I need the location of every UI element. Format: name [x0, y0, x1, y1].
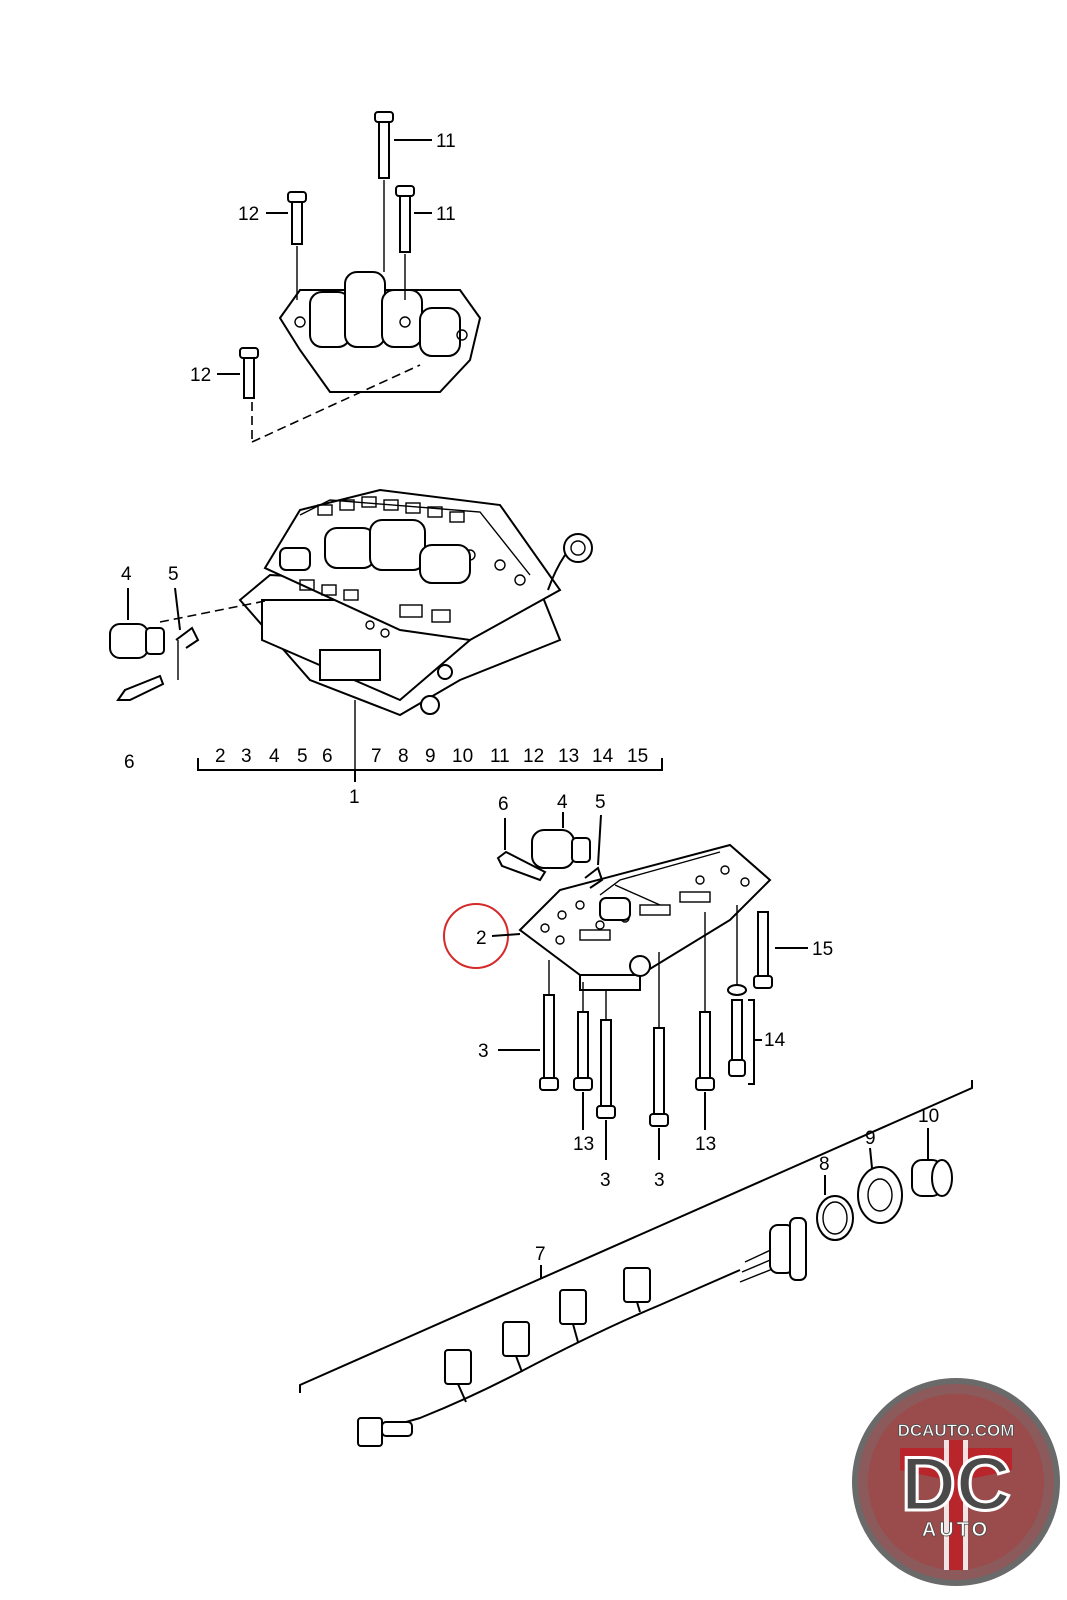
bolt-3-mid-left [596, 1019, 616, 1119]
range-label-10: 10 [452, 746, 473, 767]
solenoid-cover-assembly [217, 111, 482, 443]
callout-3-mid-left: 3 [600, 1170, 611, 1191]
highlight-circle [443, 903, 509, 969]
logo-word: AUTO [922, 1519, 990, 1541]
callout-13-left: 13 [573, 1134, 594, 1155]
bolt-15 [753, 911, 773, 989]
range-label-12: 12 [523, 746, 544, 767]
range-label-3: 3 [241, 746, 252, 767]
callout-1: 1 [349, 787, 360, 808]
callout-7: 7 [535, 1244, 546, 1265]
valve-plate-assembly [443, 812, 808, 1160]
solenoid-4-left [109, 623, 200, 680]
callout-10: 10 [918, 1106, 939, 1127]
range-label-6: 6 [322, 746, 333, 767]
o-ring-8 [816, 1195, 854, 1241]
range-label-15: 15 [627, 746, 648, 767]
callout-5-left: 5 [168, 564, 179, 585]
bolt-13-left [573, 1011, 593, 1091]
callout-6-left: 6 [124, 752, 135, 773]
callout-15: 15 [812, 939, 833, 960]
callout-4-right: 4 [557, 792, 568, 813]
bolt-11-lower [395, 185, 415, 253]
plug-3 [502, 1321, 530, 1373]
range-label-5: 5 [297, 746, 308, 767]
callout-6-right: 6 [498, 794, 509, 815]
bolt-14 [727, 984, 747, 1077]
range-label-7: 7 [371, 746, 382, 767]
dcauto-logo: DCAUTO.COM DC AUTO [852, 1378, 1060, 1586]
range-label-14: 14 [592, 746, 614, 767]
callout-11-lower: 11 [436, 204, 456, 225]
callout-4-left: 4 [121, 564, 132, 585]
valve-body-assembly [109, 488, 663, 782]
range-label-8: 8 [398, 746, 409, 767]
callout-2: 2 [476, 928, 487, 949]
callout-labels: 11 11 12 12 4 5 6 1 2 3 4 5 6 7 8 9 10 1… [121, 131, 939, 1265]
range-label-11: 11 [490, 746, 510, 767]
callout-3-mid-right: 3 [654, 1170, 665, 1191]
callout-14: 14 [764, 1030, 786, 1051]
callout-12-upper: 12 [238, 204, 259, 225]
solenoid-4-right [531, 829, 591, 869]
callout-9: 9 [865, 1128, 876, 1149]
plug-10 [911, 1159, 953, 1197]
range-label-4: 4 [269, 746, 280, 767]
callout-13-right: 13 [695, 1134, 716, 1155]
logo-domain: DCAUTO.COM [898, 1421, 1015, 1440]
plug-4 [559, 1289, 587, 1343]
range-label-2: 2 [215, 746, 226, 767]
plug-1 [357, 1417, 413, 1447]
bolt-11-upper [374, 111, 394, 179]
bolt-13-right [695, 1011, 715, 1091]
bolt-12-upper [287, 191, 307, 245]
seal-9 [857, 1166, 903, 1224]
callout-12-lower: 12 [190, 365, 211, 386]
plug-5 [623, 1267, 651, 1313]
range-label-13: 13 [558, 746, 579, 767]
bolt-12-lower [239, 347, 259, 399]
plug-2 [444, 1349, 472, 1403]
callout-3-left: 3 [478, 1041, 489, 1062]
callout-5-right: 5 [595, 792, 606, 813]
bolt-3-left [539, 994, 559, 1091]
logo-letters: DC [901, 1442, 1011, 1527]
callout-8: 8 [819, 1154, 830, 1175]
bolt-3-mid-right [649, 1027, 669, 1127]
screw-6-right [496, 850, 547, 882]
range-label-9: 9 [425, 746, 436, 767]
screw-6-left [116, 674, 165, 701]
wiring-harness-assembly [299, 1080, 973, 1447]
callout-11-upper: 11 [436, 131, 456, 152]
